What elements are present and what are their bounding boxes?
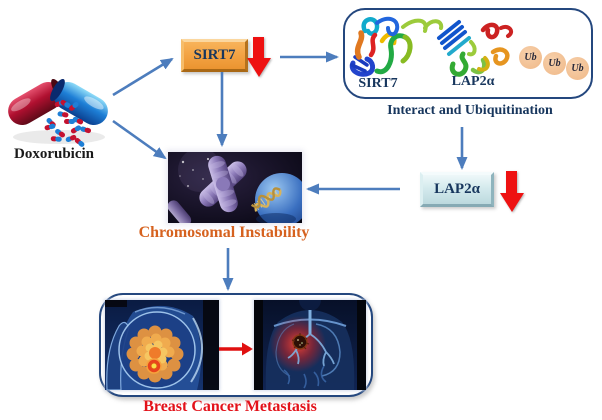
sirt7-protein-label: SIRT7 [358, 76, 398, 91]
lap2a-protein-label: LAP2α [451, 74, 495, 89]
lap2a-protein-ribbon [423, 19, 513, 77]
ubiquitin-badge: Ub [566, 57, 589, 80]
tumor-mass [126, 325, 184, 383]
metastasis-panel [99, 293, 373, 397]
sirt7-downregulation-arrow-icon [247, 37, 271, 77]
doxorubicin-label: Doxorubicin [13, 146, 94, 162]
lap2a-downregulation-arrow-icon [500, 171, 524, 212]
mini-pills [44, 99, 92, 147]
breast-tumor-image [105, 300, 219, 390]
lap2a-node: LAP2α [420, 172, 494, 207]
sirt7-node-label: SIRT7 [193, 47, 236, 63]
interaction-caption: Interact and Ubiquitination [387, 103, 553, 118]
sirt7-node: SIRT7 [181, 39, 248, 72]
metastatic-tumor [291, 333, 310, 350]
lap2a-node-label: LAP2α [434, 181, 480, 197]
ubiquitin-label: Ub [571, 63, 584, 74]
breast-cancer-metastasis-label: Breast Cancer Metastasis [143, 398, 317, 415]
progression-arrow-icon [219, 342, 253, 356]
ubiquitin-label: Ub [548, 58, 561, 69]
doxorubicin-capsule-illustration [8, 78, 108, 147]
arrow-doxorubicin-to-chromosome [112, 119, 167, 160]
ubiquitin-badge: Ub [519, 46, 542, 69]
chromosomal-instability-label: Chromosomal Instability [138, 224, 310, 241]
dna-helix [250, 187, 282, 212]
arrow-doxorubicin-to-sirt7 [112, 57, 174, 97]
dna-sphere [255, 173, 302, 223]
ubiquitin-label: Ub [524, 52, 537, 63]
chromosome-dna-image [168, 152, 302, 223]
lung-metastasis-image [254, 300, 366, 390]
x-chromosome [199, 155, 247, 213]
ubiquitin-badge: Ub [543, 52, 566, 75]
interaction-panel: Ub Ub Ub SIRT7 LAP2α [343, 8, 593, 99]
